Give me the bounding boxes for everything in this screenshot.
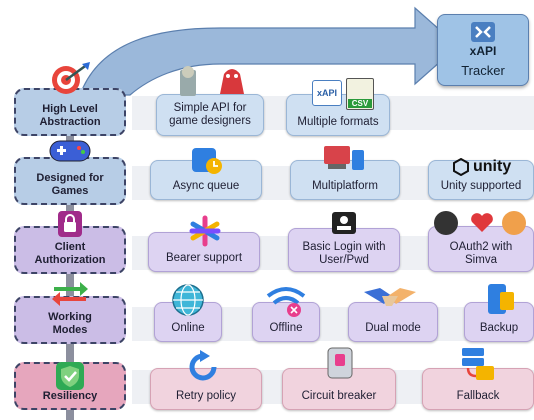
category-label: Resiliency	[42, 390, 98, 402]
category-client-authorization: Client Authorization	[14, 226, 126, 274]
feature-simple-api: Simple API for game designers	[156, 94, 264, 136]
gamepad-icon	[49, 140, 91, 162]
xapi-format-icon: xAPI	[312, 80, 342, 106]
target-icon	[52, 62, 90, 94]
retry-arrow-icon	[189, 350, 217, 381]
fallback-servers-icon	[462, 348, 494, 380]
feature-label: Simple API for game designers	[169, 102, 251, 127]
oauth-heart-icon	[434, 211, 526, 235]
category-label: Designed for Games	[36, 172, 104, 197]
feature-label: Multiple formats	[297, 116, 379, 128]
feature-label: Async queue	[172, 180, 240, 192]
feature-dual-mode: Dual mode	[348, 302, 438, 342]
feature-label: Backup	[479, 322, 519, 334]
shield-check-icon	[56, 362, 84, 390]
circuit-breaker-icon	[327, 347, 353, 379]
wifi-off-icon	[266, 287, 306, 317]
feature-label: Multiplatform	[312, 180, 378, 192]
handshake-icon	[364, 288, 416, 306]
category-designed-for-games: Designed for Games	[14, 157, 126, 205]
backup-phone-icon	[488, 284, 514, 314]
feature-label: Bearer support	[165, 252, 243, 264]
devices-icon	[324, 146, 364, 170]
category-label: Working Modes	[48, 311, 92, 336]
xapi-logo-icon	[471, 22, 495, 42]
id-badge-icon	[332, 212, 356, 234]
feature-basic-login: Basic Login with User/Pwd	[288, 228, 400, 272]
asterisk-logo-icon	[189, 215, 221, 247]
csv-label: CSV	[348, 99, 372, 108]
feature-label: OAuth2 with Simva	[449, 241, 513, 266]
unity-logo-text: unity	[473, 158, 512, 175]
top-flow-arrow	[79, 6, 459, 96]
category-label: High Level Abstraction	[39, 103, 101, 128]
feature-label: Basic Login with User/Pwd	[302, 241, 386, 266]
feature-label: Dual mode	[365, 322, 421, 334]
tracker-label: Tracker	[461, 63, 505, 78]
feature-label: Online	[171, 322, 205, 334]
globe-icon	[172, 284, 204, 316]
unity-logo-icon: unity	[452, 158, 511, 176]
feature-label: Retry policy	[175, 390, 237, 402]
game-characters-icon	[180, 66, 244, 96]
swap-arrows-icon	[52, 282, 88, 306]
feature-label: Unity supported	[440, 180, 522, 192]
feature-label: Fallback	[456, 390, 500, 402]
tracker-logo-text: xAPI	[469, 44, 497, 58]
feature-offline: Offline	[252, 302, 320, 342]
lock-icon	[58, 211, 82, 237]
queue-clock-icon	[192, 148, 222, 174]
feature-label: Offline	[269, 322, 303, 334]
feature-label: Circuit breaker	[301, 390, 377, 402]
tracker-box: xAPI Tracker	[437, 14, 529, 86]
category-label: Client Authorization	[34, 241, 106, 266]
category-working-modes: Working Modes	[14, 296, 126, 344]
unity-cube-icon	[453, 158, 469, 176]
csv-file-icon: CSV	[346, 78, 374, 110]
